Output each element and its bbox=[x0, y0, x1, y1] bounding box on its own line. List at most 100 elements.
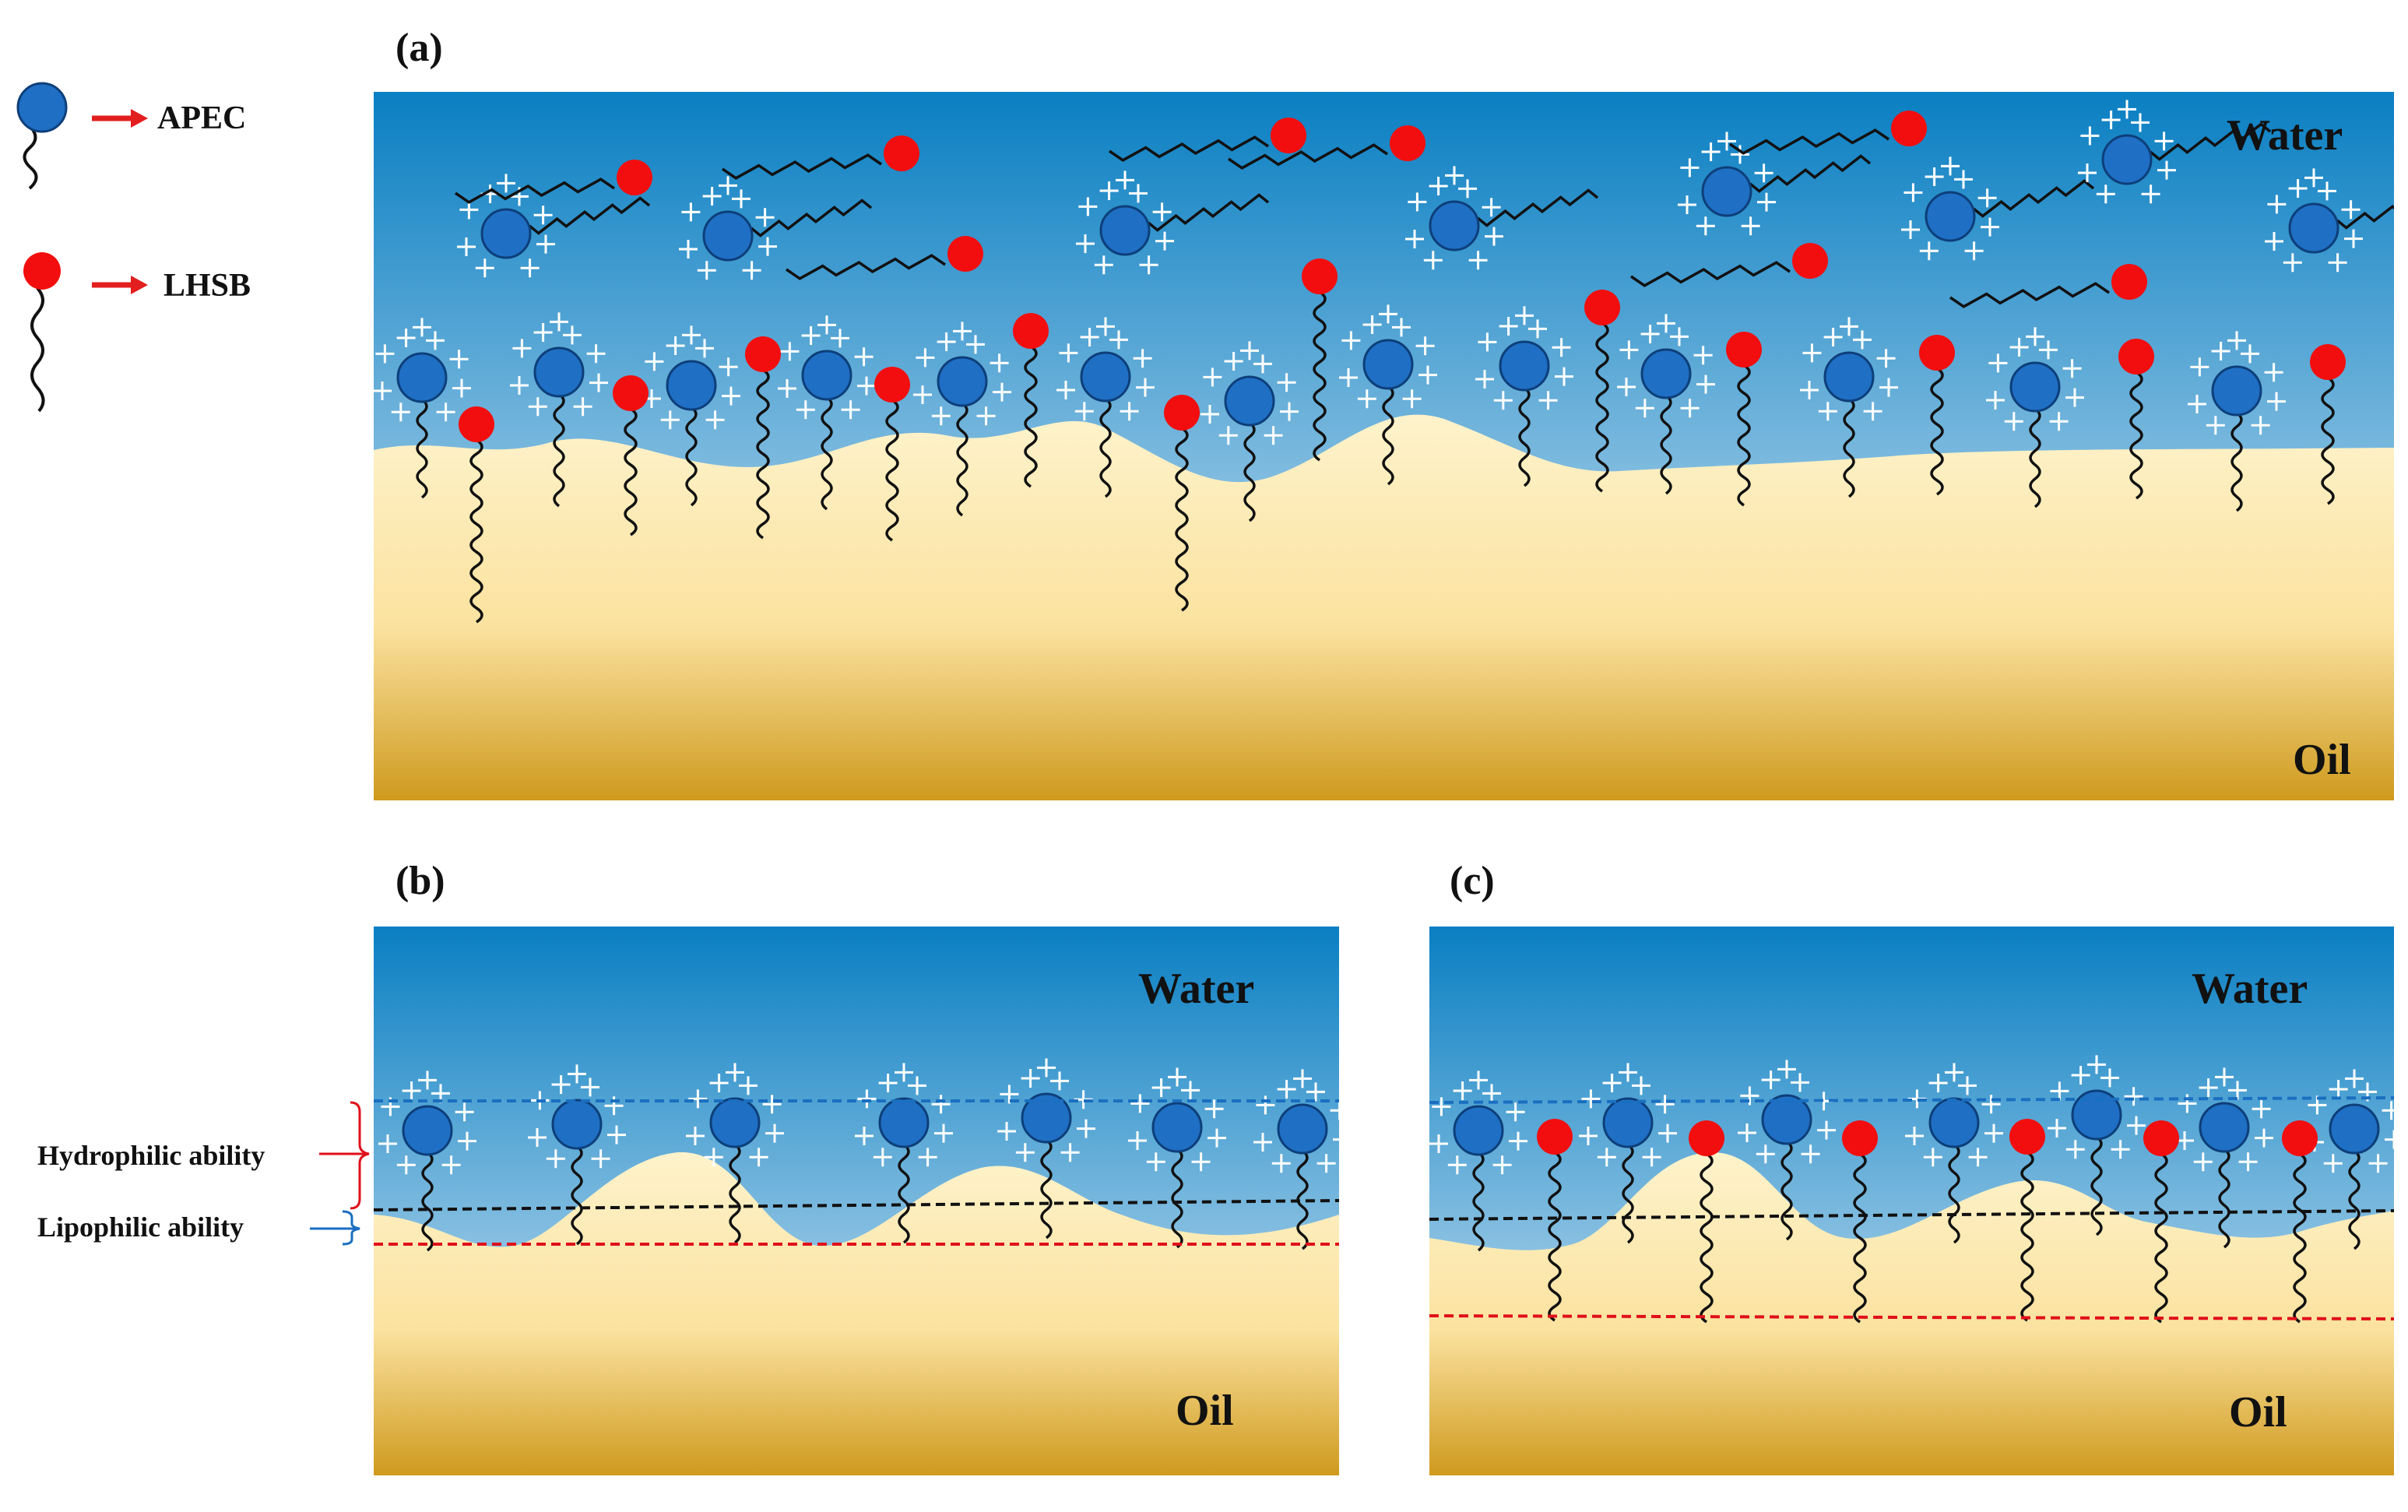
free-chain bbox=[722, 153, 882, 180]
apec-tail bbox=[1040, 1138, 1053, 1239]
plus-charge-icon bbox=[1181, 1081, 1200, 1100]
plus-charge-icon bbox=[1538, 391, 1558, 410]
lhsb-molecule bbox=[1390, 125, 1425, 161]
plus-charge-icon bbox=[831, 329, 849, 348]
plus-charge-icon bbox=[1597, 1148, 1616, 1167]
plus-charge-icon bbox=[1432, 1097, 1451, 1116]
plus-charge-icon bbox=[719, 176, 737, 195]
plus-charge-icon bbox=[2048, 1119, 2066, 1138]
plus-charge-icon bbox=[1670, 327, 1689, 346]
plus-charge-icon bbox=[1863, 402, 1882, 421]
plus-charge-icon bbox=[1306, 1082, 1325, 1102]
plus-charge-icon bbox=[953, 322, 972, 341]
plus-charge-icon bbox=[1037, 1058, 1056, 1078]
plus-charge-icon bbox=[1756, 1145, 1775, 1164]
oil-phase bbox=[374, 414, 2394, 800]
panel-b: (b) Water Oil bbox=[374, 859, 1339, 1475]
plus-charge-icon bbox=[2157, 160, 2176, 180]
plus-charge-icon bbox=[695, 339, 714, 358]
plus-charge-icon bbox=[2050, 1081, 2069, 1101]
plus-charge-icon bbox=[1208, 1128, 1226, 1148]
plus-charge-icon bbox=[854, 347, 874, 367]
apec-head-icon bbox=[16, 82, 68, 133]
plus-charge-icon bbox=[1405, 230, 1424, 248]
apec-molecule bbox=[709, 1097, 761, 1148]
apec-tail bbox=[571, 1145, 583, 1246]
plus-charge-icon bbox=[1619, 1063, 1637, 1082]
plus-charge-icon bbox=[1096, 317, 1115, 336]
plus-charge-icon bbox=[1528, 319, 1547, 339]
plus-charge-icon bbox=[436, 403, 455, 422]
lhsb-tail bbox=[885, 399, 899, 542]
oil-phase bbox=[1429, 1152, 2394, 1475]
plus-charge-icon bbox=[2039, 340, 2058, 360]
plus-charge-icon bbox=[396, 1155, 416, 1175]
lhsb-tail bbox=[2020, 1151, 2034, 1322]
plus-charge-icon bbox=[2049, 412, 2069, 431]
plus-charge-icon bbox=[551, 1075, 571, 1094]
plus-charge-icon bbox=[2071, 1066, 2090, 1085]
lhsb-molecule bbox=[617, 160, 652, 195]
free-chain bbox=[1228, 143, 1388, 170]
lhsb-molecule bbox=[1891, 111, 1927, 146]
plus-charge-icon bbox=[1050, 1071, 1069, 1091]
plus-charge-icon bbox=[2328, 253, 2347, 273]
panel-a: (a) Water Oil bbox=[374, 26, 2394, 800]
legend: APEC LHSB bbox=[16, 82, 251, 413]
plus-charge-icon bbox=[1919, 241, 1939, 261]
plus-charge-icon bbox=[1074, 402, 1094, 421]
plus-charge-icon bbox=[1423, 251, 1443, 270]
plus-charge-icon bbox=[1133, 349, 1152, 368]
plus-charge-icon bbox=[1802, 343, 1822, 363]
plus-charge-icon bbox=[931, 1095, 951, 1114]
plus-charge-icon bbox=[573, 397, 592, 417]
molecules-b bbox=[378, 1058, 1339, 1252]
apec-tail bbox=[416, 398, 428, 499]
apec-molecule bbox=[1021, 1092, 1072, 1144]
plus-charge-icon bbox=[1701, 142, 1721, 161]
lhsb-molecule bbox=[1689, 1120, 1724, 1156]
apec-molecule bbox=[1362, 339, 1414, 390]
apec-tail bbox=[1948, 1143, 1960, 1244]
apec-molecule bbox=[2199, 1102, 2250, 1153]
plus-charge-icon bbox=[1945, 1063, 1963, 1082]
plus-charge-icon bbox=[2215, 1067, 2234, 1087]
apec-tail bbox=[1843, 397, 1855, 498]
plus-charge-icon bbox=[1056, 381, 1075, 399]
lhsb-molecule bbox=[1726, 332, 1762, 367]
lhsb-molecule bbox=[613, 375, 649, 411]
apec-molecule bbox=[1823, 351, 1875, 403]
oil-label-b: Oil bbox=[1176, 1387, 1234, 1435]
apec-molecule bbox=[533, 346, 585, 398]
plus-charge-icon bbox=[1658, 1123, 1677, 1143]
apec-tail bbox=[1171, 1148, 1183, 1249]
lhsb-molecule bbox=[874, 367, 910, 403]
plus-charge-icon bbox=[1139, 255, 1158, 275]
apec-molecule bbox=[1453, 1105, 1504, 1156]
panel-tag-a: (a) bbox=[395, 26, 443, 70]
plus-charge-icon bbox=[2009, 338, 2029, 357]
plus-charge-icon bbox=[679, 240, 698, 258]
plus-charge-icon bbox=[762, 1095, 782, 1114]
lhsb-molecule bbox=[947, 236, 983, 272]
plus-charge-icon bbox=[1818, 402, 1837, 421]
plus-charge-icon bbox=[2211, 342, 2230, 360]
plus-charge-icon bbox=[1958, 1076, 1977, 1095]
plus-charge-icon bbox=[1280, 402, 1299, 421]
plus-charge-icon bbox=[1015, 1143, 1035, 1162]
plus-charge-icon bbox=[510, 376, 529, 395]
plus-charge-icon bbox=[1602, 1074, 1622, 1092]
apec-molecule bbox=[1099, 205, 1151, 256]
apec-tail bbox=[685, 406, 698, 507]
plus-charge-icon bbox=[1256, 1095, 1275, 1115]
plus-charge-icon bbox=[755, 208, 775, 227]
plus-charge-icon bbox=[1429, 177, 1448, 195]
plus-charge-icon bbox=[1293, 1069, 1312, 1088]
plus-charge-icon bbox=[686, 1127, 705, 1145]
plus-charge-icon bbox=[1923, 1148, 1942, 1167]
plus-charge-icon bbox=[568, 1064, 586, 1084]
plus-charge-icon bbox=[1879, 378, 1898, 397]
plus-charge-icon bbox=[702, 187, 722, 206]
apec-tail bbox=[1243, 421, 1256, 522]
plus-charge-icon bbox=[2118, 100, 2136, 119]
